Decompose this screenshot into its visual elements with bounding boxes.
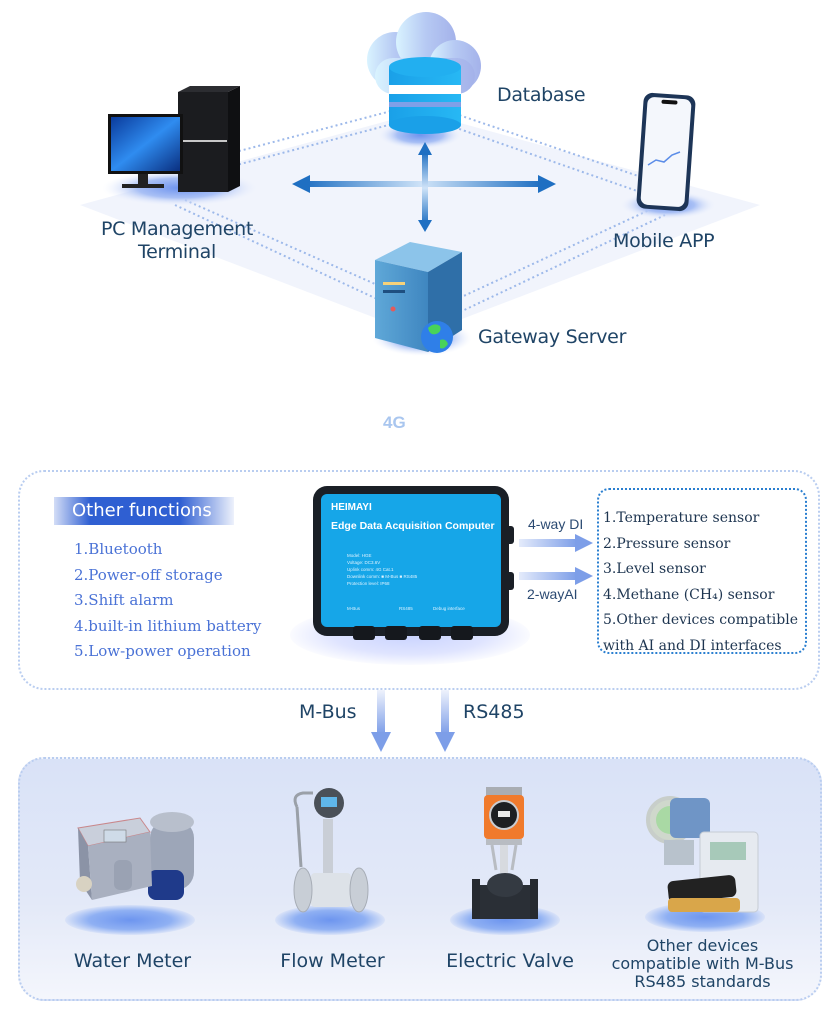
network-diagram <box>80 12 760 356</box>
other-functions-list: 1.Bluetooth 2.Power-off storage 3.Shift … <box>74 537 261 665</box>
water-meter-label: Water Meter <box>73 950 192 972</box>
function-item: 5.Low-power operation <box>74 642 251 660</box>
side-connector <box>504 572 514 590</box>
dotted-links <box>174 109 666 313</box>
desktop-computer-icon <box>102 86 258 206</box>
mbus-label: M-Bus <box>299 701 357 723</box>
pc-label-line1: PC Management <box>100 218 254 240</box>
mbus-arrow <box>371 690 391 752</box>
other-devices-label: Other devices compatible with M-Bus RS48… <box>600 937 805 991</box>
device-spec: Downlink comm: ■ M-Bus ■ RS485 <box>347 574 418 579</box>
gateway-label: Gateway Server <box>478 326 627 348</box>
rs485-label: RS485 <box>463 701 525 723</box>
other-functions-title: Other functions <box>54 497 234 525</box>
input-arrows <box>519 534 593 585</box>
water-meter-icon <box>76 812 194 900</box>
device-spec: Model: HGE <box>347 553 372 558</box>
sensor-item: with AI and DI interfaces <box>603 637 782 654</box>
other-devices-label-line: RS485 standards <box>634 971 771 991</box>
4g-label: 4G <box>383 413 406 432</box>
sensor-item: 1.Temperature sensor <box>603 510 760 526</box>
pc-label-line2: Terminal <box>138 240 216 263</box>
sensor-item: 5.Other devices compatible <box>603 612 798 628</box>
di-arrow <box>519 534 593 552</box>
function-item: 1.Bluetooth <box>74 540 163 558</box>
device-face: HEIMAYI Edge Data Acquisition Computer M… <box>321 494 501 627</box>
server-globe-icon <box>372 242 472 356</box>
database-label: Database <box>497 84 586 106</box>
port-label: Debug interface <box>433 606 465 611</box>
cable-gland <box>353 626 375 640</box>
cable-gland <box>419 626 441 640</box>
network-floor <box>80 112 760 335</box>
bidirectional-arrows <box>292 142 556 232</box>
device-title: Edge Data Acquisition Computer <box>331 520 495 532</box>
ai-arrow <box>519 567 593 585</box>
sensor-item: 4.Methane (CH₄) sensor <box>603 586 775 603</box>
function-item: 2.Power-off storage <box>74 565 223 584</box>
flow-meter-icon <box>293 788 369 913</box>
flow-meter-label: Flow Meter <box>280 950 385 972</box>
function-item: 3.Shift alarm <box>74 591 174 609</box>
other-devices-icon <box>646 796 759 913</box>
device-spec: Uplink comm: 4G Cat.1 <box>347 567 394 572</box>
other-devices-label-line: Other devices <box>646 936 759 955</box>
other-devices-label-line: compatible with M-Bus <box>611 953 794 973</box>
port-label: M-Bus <box>347 606 361 611</box>
sensor-item: 2.Pressure sensor <box>603 535 731 552</box>
cable-gland <box>385 626 407 640</box>
rs485-arrow <box>435 690 455 752</box>
electric-valve-label: Electric Valve <box>446 950 574 972</box>
smartphone-icon <box>620 92 716 219</box>
device-spec: Voltage: DC3.6V <box>347 560 381 565</box>
device-spec: Protection level: IP68 <box>347 581 390 586</box>
ai-label: 2-wayAI <box>527 586 578 602</box>
device-specs: Model: HGE Voltage: DC3.6V Uplink comm: … <box>347 552 417 587</box>
device-base-shadow <box>65 905 195 935</box>
mobile-label: Mobile APP <box>613 230 715 252</box>
function-item: 4.built-in lithium battery <box>74 616 262 635</box>
electric-valve-icon <box>472 787 538 919</box>
bus-arrows <box>371 690 455 752</box>
sensor-item: 3.Level sensor <box>603 561 706 577</box>
device-base-shadow <box>275 905 385 935</box>
sensor-list-box: 1.Temperature sensor 2.Pressure sensor 3… <box>597 488 807 654</box>
port-label: RS485 <box>399 606 413 611</box>
di-label: 4-way DI <box>528 516 584 532</box>
database-cloud-icon <box>367 12 481 149</box>
pc-label: PC Management Terminal <box>92 218 262 264</box>
side-connector <box>504 526 514 544</box>
device-brand: HEIMAYI <box>331 502 372 513</box>
edge-data-acquisition-device: HEIMAYI Edge Data Acquisition Computer M… <box>313 486 514 640</box>
cable-gland <box>451 626 473 640</box>
